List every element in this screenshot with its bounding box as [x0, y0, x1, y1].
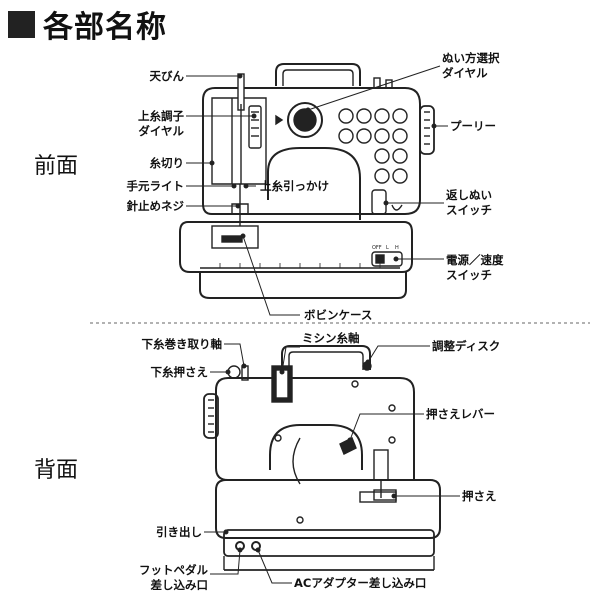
page-title: 各部名称 — [43, 10, 167, 45]
label-foot-pedal-1: フットペダル — [139, 563, 208, 577]
label-stitch-dial-1: ぬい方選択 — [442, 51, 500, 65]
section-back-label: 背面 — [34, 458, 79, 483]
section-front-label: 前面 — [34, 154, 79, 179]
label-spool-pin: ミシン糸軸 — [302, 331, 360, 345]
label-power-2: スイッチ — [446, 268, 492, 282]
label-needle-screw: 針止めネジ — [126, 199, 185, 213]
label-drawer: 引き出し — [156, 525, 202, 539]
label-upper-tension-2: ダイヤル — [138, 124, 184, 138]
label-stitch-dial-2: ダイヤル — [442, 66, 488, 80]
label-bobbin-winder-stopper: 下糸押さえ — [150, 365, 209, 379]
front-machine: OFF L H — [179, 63, 435, 299]
label-reverse-1: 返しぬい — [446, 188, 492, 202]
title-square-icon — [8, 10, 35, 38]
switch-high-mark: H — [395, 245, 399, 251]
label-upper-thread-hook: 上糸引っかけ — [260, 179, 329, 193]
label-presser-foot: 押さえ — [462, 489, 497, 503]
label-bobbin-winder-shaft: 下糸巻き取り軸 — [141, 337, 223, 351]
label-ac-adapter: ACアダプター差し込み口 — [294, 576, 427, 590]
title-block: 各部名称 — [8, 2, 167, 46]
switch-low-mark: L — [386, 245, 389, 251]
switch-off-mark: OFF — [372, 245, 382, 251]
label-pulley: プーリー — [450, 119, 496, 133]
label-power-1: 電源／速度 — [446, 253, 504, 267]
stitch-pattern-icons — [338, 108, 408, 184]
label-reverse-2: スイッチ — [446, 203, 492, 217]
back-machine — [203, 345, 441, 571]
label-bobbin-case: ボビンケース — [304, 308, 373, 322]
label-thread-cutter: 糸切り — [149, 156, 185, 170]
label-thread-take-up: 天びん — [149, 69, 185, 83]
back-leaders — [204, 343, 460, 584]
label-hand-light: 手元ライト — [126, 179, 185, 193]
label-adjust-disc: 調整ディスク — [432, 339, 501, 353]
label-upper-tension-1: 上糸調子 — [138, 109, 184, 123]
label-presser-lever: 押さえレバー — [426, 407, 495, 421]
front-leaders — [186, 65, 448, 316]
label-foot-pedal-2: 差し込み口 — [150, 578, 209, 592]
